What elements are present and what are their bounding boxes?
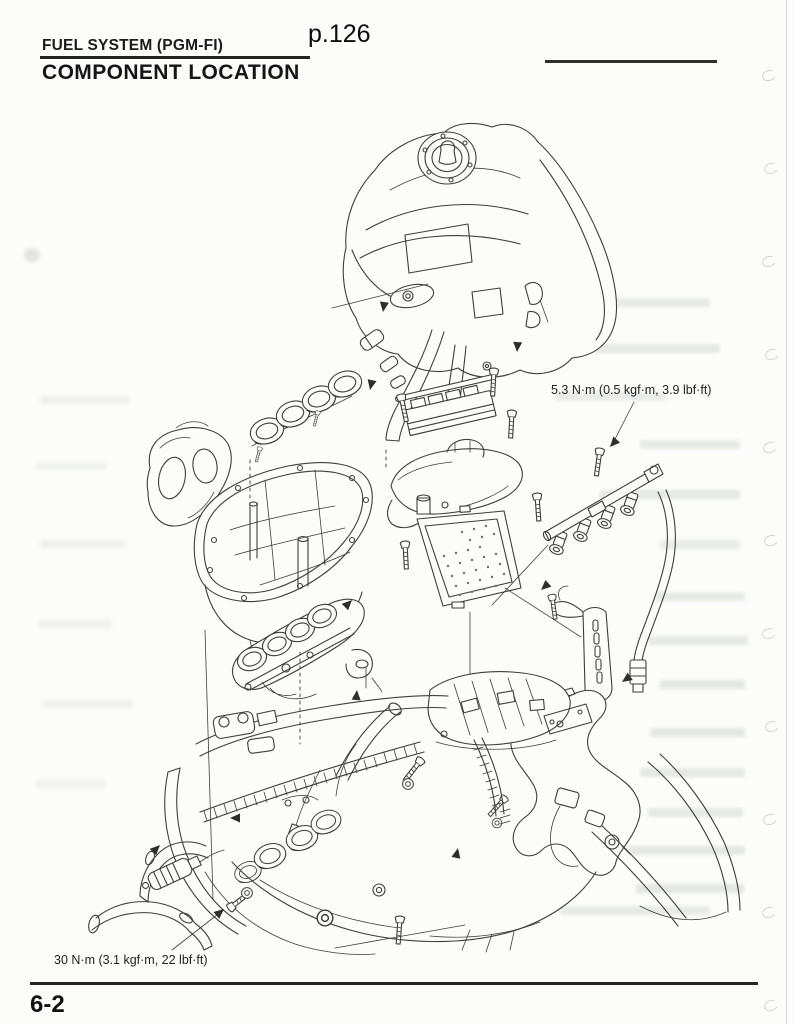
fuel-filler-cap <box>417 131 477 185</box>
header-rule-left <box>40 56 310 59</box>
page-annotation: p.126 <box>308 20 371 48</box>
air-filter-element <box>416 505 522 609</box>
page-title: COMPONENT LOCATION <box>42 61 300 84</box>
leader-lines <box>149 301 635 951</box>
page-edge-line <box>786 0 787 1024</box>
intake-funnels <box>246 366 366 463</box>
page-number: 6-2 <box>30 991 65 1018</box>
engine-frame-assembly <box>164 671 741 955</box>
scan-smudge <box>24 248 40 262</box>
torque-label-fuel-rail: 5.3 N·m (0.5 kgf·m, 3.9 lbf·ft) <box>551 383 712 397</box>
fuel-rail-injectors <box>491 446 664 606</box>
torque-label-starter-valve: 30 N·m (3.1 kgf·m, 22 lbf·ft) <box>54 953 208 967</box>
section-header: FUEL SYSTEM (PGM-FI) <box>42 37 224 54</box>
air-cleaner-cover <box>386 438 523 570</box>
fuel-tank <box>331 122 618 378</box>
ecm-pgm-fi-unit <box>395 367 518 439</box>
throttle-body-assembly <box>204 598 471 901</box>
header-rule-right <box>545 60 717 63</box>
fuel-feed-hose <box>629 489 676 693</box>
drain-breather-hoses <box>88 841 254 951</box>
air-intake-duct <box>146 421 232 527</box>
footer-rule <box>30 982 758 985</box>
stay-bracket <box>504 585 613 702</box>
